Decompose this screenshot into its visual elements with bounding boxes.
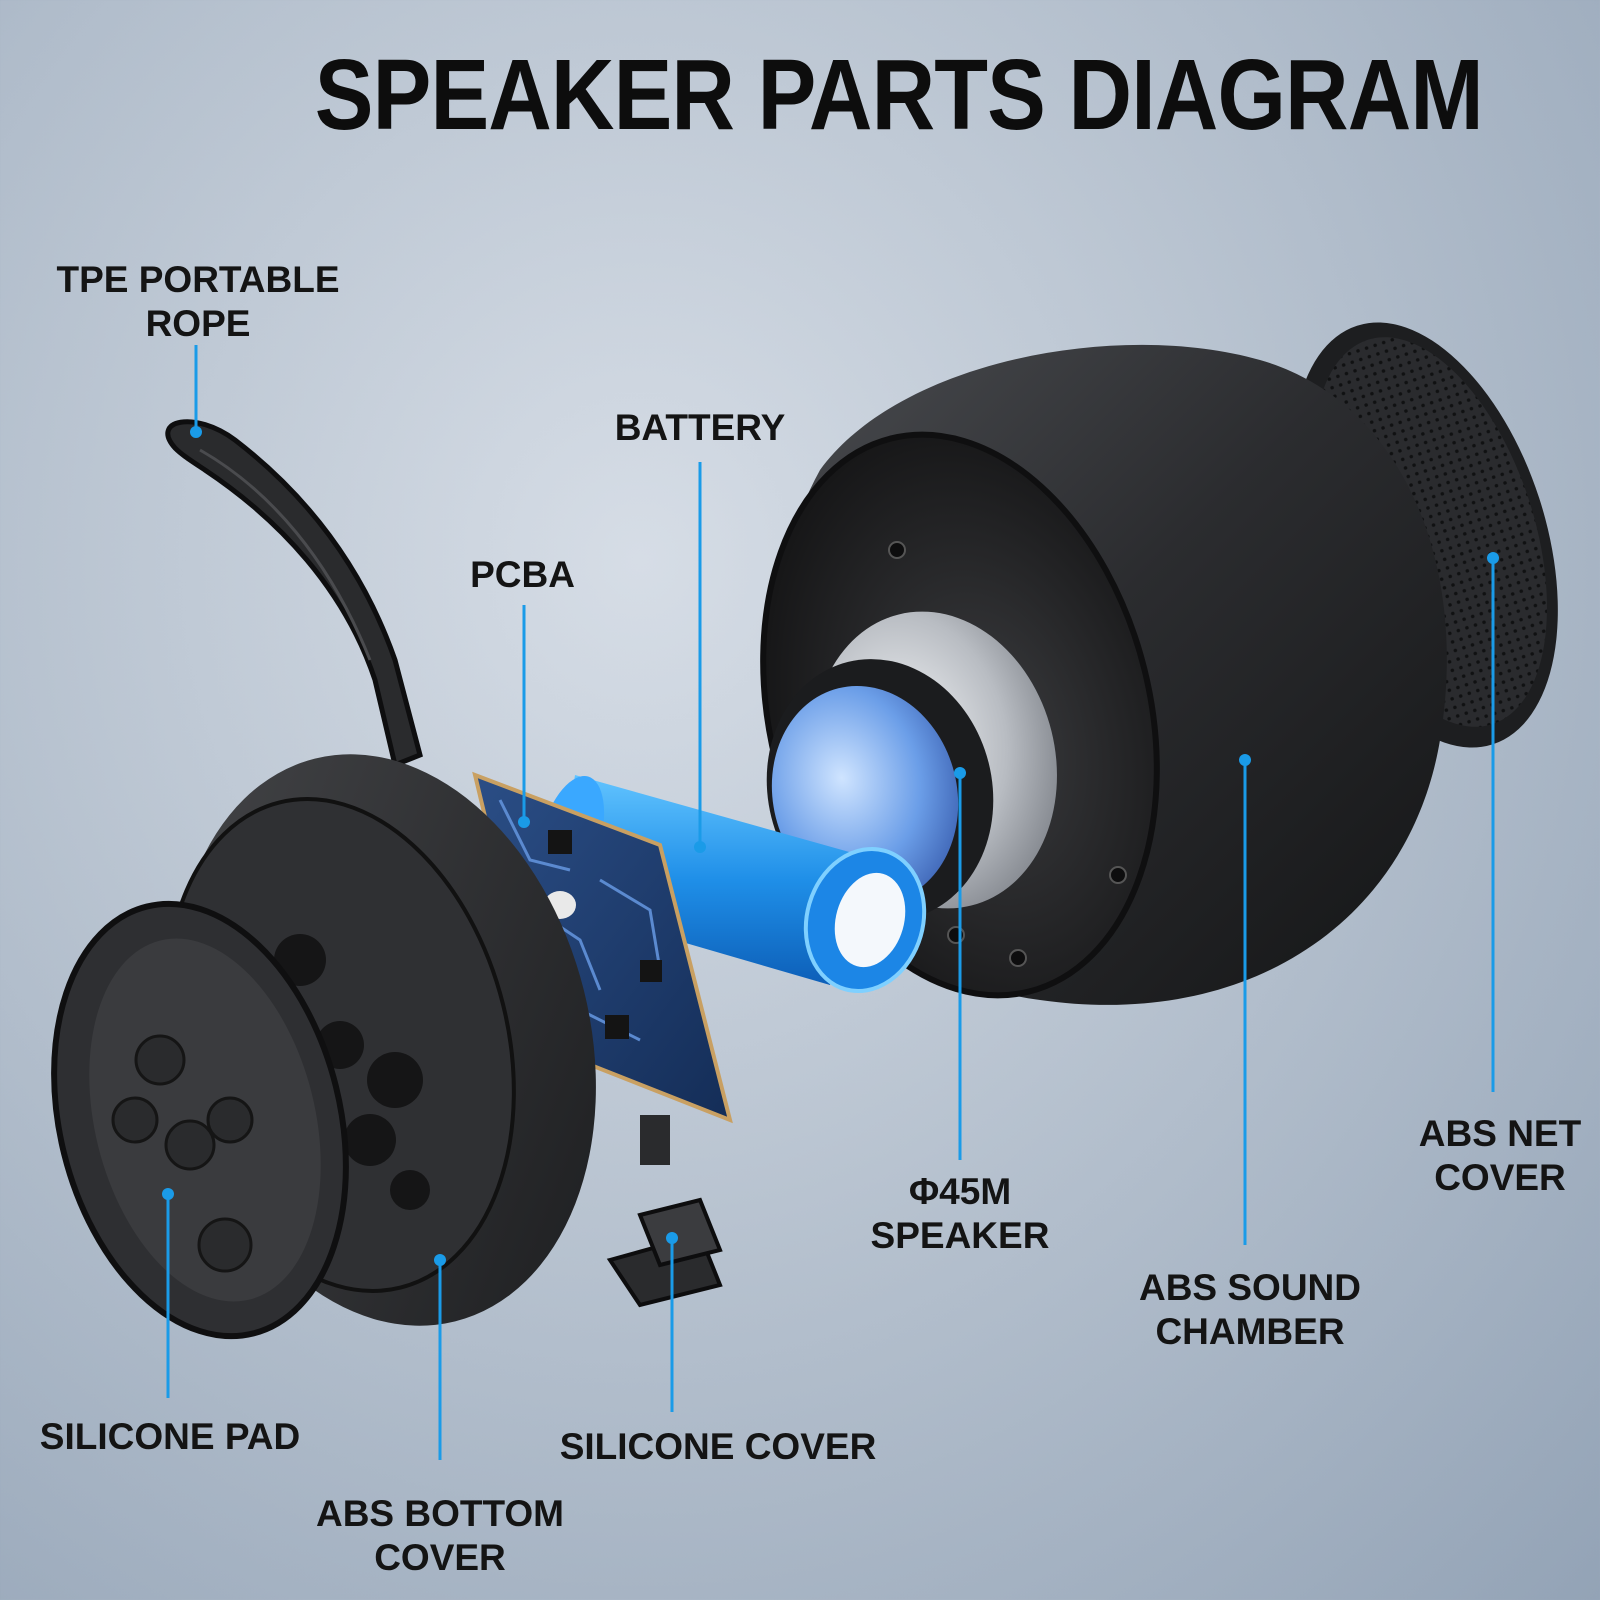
- speaker-driver: [766, 611, 1057, 921]
- label-tpe-portable-rope: TPE PORTABLE ROPE: [56, 259, 340, 344]
- label-abs-bottom-cover: ABS BOTTOM COVER: [315, 1493, 565, 1578]
- anchor-net-cover: [1487, 552, 1499, 564]
- label-abs-sound-chamber: ABS SOUND CHAMBER: [1138, 1267, 1362, 1352]
- anchor-silicone-pad: [162, 1188, 174, 1200]
- label-speaker: Φ45M SPEAKER: [870, 1171, 1050, 1256]
- anchor-silicone-cover: [666, 1232, 678, 1244]
- label-abs-net-cover: ABS NET COVER: [1418, 1113, 1582, 1198]
- silicone-pad: [51, 900, 349, 1340]
- label-battery: BATTERY: [614, 407, 786, 448]
- anchor-speaker: [954, 767, 966, 779]
- label-silicone-cover: SILICONE COVER: [559, 1426, 877, 1467]
- label-pcba: PCBA: [470, 554, 575, 595]
- label-silicone-pad: SILICONE PAD: [39, 1416, 301, 1457]
- anchor-tpe-rope: [190, 426, 202, 438]
- anchor-battery: [694, 841, 706, 853]
- tpe-portable-rope: [165, 419, 423, 769]
- anchor-bottom-cover: [434, 1254, 446, 1266]
- anchor-pcba: [518, 816, 530, 828]
- page-title: SPEAKER PARTS DIAGRAM: [314, 39, 1484, 151]
- anchor-sound-chamber: [1239, 754, 1251, 766]
- silicone-cover: [606, 1115, 723, 1308]
